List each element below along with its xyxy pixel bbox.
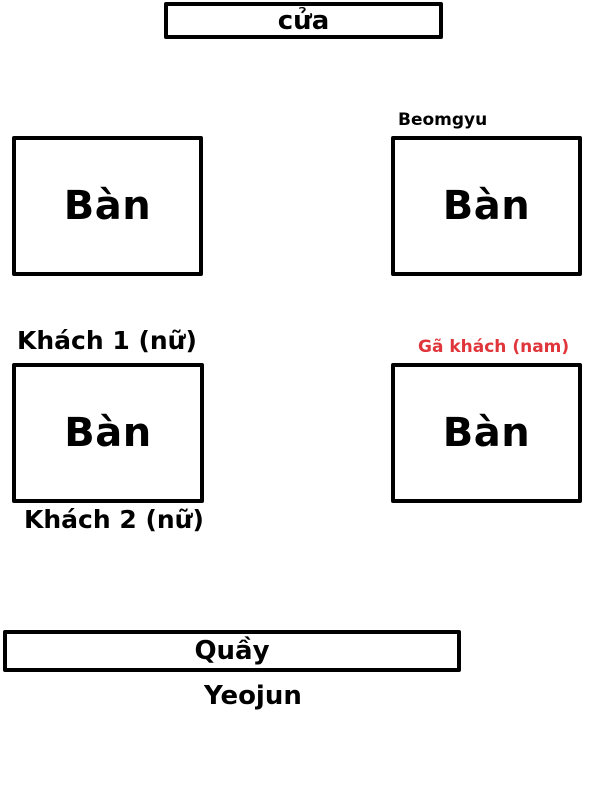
table-bottom-right: Bàn [391, 363, 582, 503]
table-label: Bàn [442, 183, 531, 229]
person-label-male-guest: Gã khách (nam) [418, 337, 570, 357]
table-label: Bàn [63, 183, 152, 229]
table-bottom-left: Bàn [12, 363, 204, 503]
table-label: Bàn [64, 410, 152, 456]
table-top-left: Bàn [12, 136, 203, 276]
person-label-beomgyu: Beomgyu [398, 110, 488, 130]
person-label-guest-1: Khách 1 (nữ) [17, 326, 197, 355]
door-bar: cửa [164, 2, 443, 39]
counter-label: Quầy [194, 636, 270, 666]
door-label: cửa [277, 5, 330, 36]
counter-bar: Quầy [3, 630, 461, 672]
table-top-right: Bàn [391, 136, 582, 276]
person-label-guest-2: Khách 2 (nữ) [24, 505, 204, 534]
person-label-yeojun: Yeojun [204, 681, 302, 711]
table-label: Bàn [442, 410, 531, 456]
